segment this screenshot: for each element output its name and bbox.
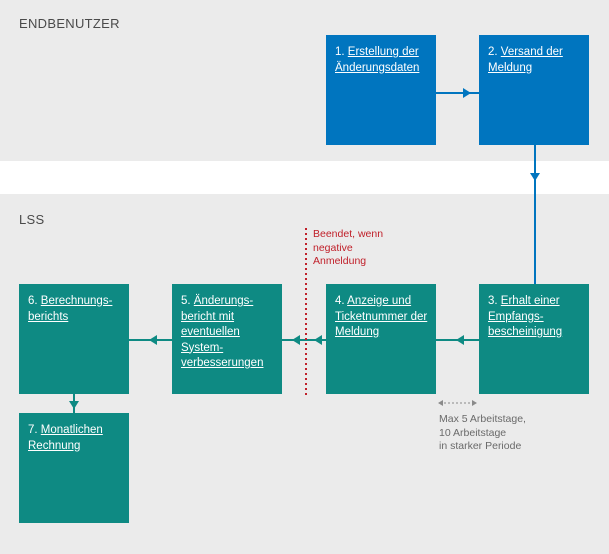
step-4-box: 4. Anzeige und Ticketnummer der Meldung xyxy=(326,284,436,394)
step-4-label[interactable]: Anzeige und Ticketnummer der Meldung xyxy=(335,295,428,338)
step-6-box: 6. Berechnungs-berichts xyxy=(19,284,129,394)
step-7-number: 7. xyxy=(28,424,38,436)
arrowhead-5-6 xyxy=(149,335,157,345)
step-4-number: 4. xyxy=(335,295,345,307)
lane-title-lss: LSS xyxy=(19,212,45,227)
arrowhead-4-5b xyxy=(292,335,300,345)
arrowhead-4-5a xyxy=(314,335,322,345)
duration-arrow-left xyxy=(438,400,443,406)
step-6-number: 6. xyxy=(28,295,38,307)
duration-annotation: Max 5 Arbeitstage, 10 Arbeitstage in sta… xyxy=(439,413,526,452)
step-1-box: 1. Erstellung der Änderungsdaten xyxy=(326,35,436,145)
arrowhead-6-7 xyxy=(69,401,79,409)
step-3-box: 3. Erhalt einer Empfangs-bescheinigung xyxy=(479,284,589,394)
terminated-annotation: Beendet, wenn negative Anmeldung xyxy=(313,228,384,267)
step-5-number: 5. xyxy=(181,295,191,307)
step-1-label[interactable]: Erstellung der Änderungsdaten xyxy=(335,46,420,74)
step-7-label[interactable]: Monatlichen Rechnung xyxy=(28,424,103,452)
arrowhead-2-3 xyxy=(530,173,540,181)
step-3-number: 3. xyxy=(488,295,498,307)
step-5-box: 5. Änderungs-bericht mit eventuellen Sys… xyxy=(172,284,282,394)
step-2-number: 2. xyxy=(488,46,498,58)
step-1-number: 1. xyxy=(335,46,345,58)
step-6-label[interactable]: Berechnungs-berichts xyxy=(28,295,113,323)
duration-arrow-right xyxy=(472,400,477,406)
step-7-box: 7. Monatlichen Rechnung xyxy=(19,413,129,523)
step-5-label[interactable]: Änderungs-bericht mit eventuellen System… xyxy=(181,295,264,369)
lane-title-endbenutzer: ENDBENUTZER xyxy=(19,16,120,31)
step-3-label[interactable]: Erhalt einer Empfangs-bescheinigung xyxy=(488,295,563,338)
arrowhead-3-4 xyxy=(456,335,464,345)
arrowhead-1-2 xyxy=(463,88,471,98)
step-2-label[interactable]: Versand der Meldung xyxy=(488,46,563,74)
step-2-box: 2. Versand der Meldung xyxy=(479,35,589,145)
